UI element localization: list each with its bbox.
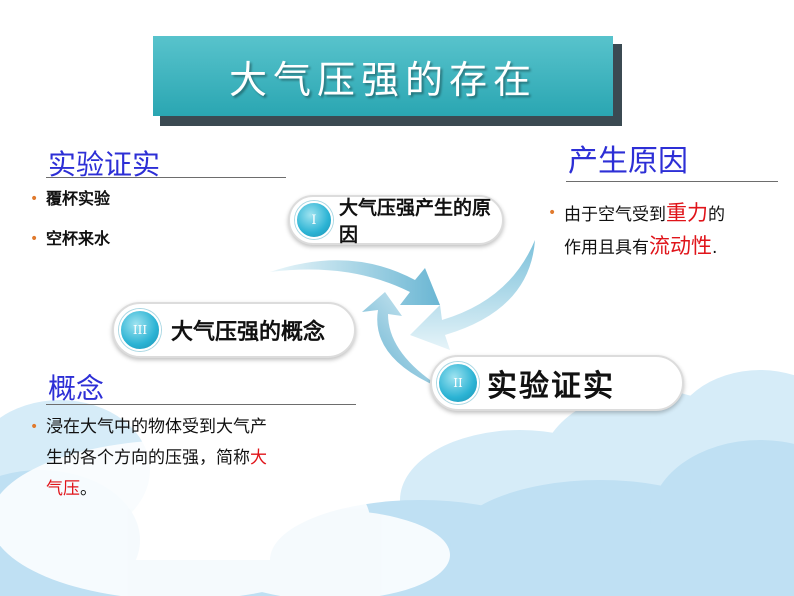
cause-text: . [712, 238, 718, 258]
highlight-gravity: 重力 [666, 201, 708, 225]
arrow-3 [362, 292, 445, 390]
list-item: • 覆杯实验 [30, 186, 110, 212]
highlight-fluidity: 流动性 [649, 234, 712, 258]
cycle-item-label: 大气压强产生的原因 [339, 197, 492, 246]
highlight-atm: 气压 [46, 479, 80, 499]
concept-text: 生的各个方向的压强，简称 [46, 448, 250, 468]
numeral-badge: II [437, 362, 479, 404]
right-heading-rule [566, 181, 778, 182]
page-title: 大气压强的存在 [228, 57, 537, 102]
cycle-item-cause: I 大气压强产生的原因 [288, 195, 504, 246]
numeral-badge: I [295, 201, 333, 239]
bullet-icon: • [548, 205, 557, 221]
cause-text: 由于空气受到 [564, 205, 666, 225]
numeral-badge: III [119, 309, 161, 351]
right-heading: 产生原因 [568, 144, 688, 179]
bullet-icon: • [30, 191, 39, 207]
cause-paragraph: • 由于空气受到重力的 作用且具有流动性. [548, 198, 788, 264]
concept-text: 浸在大气中的物体受到大气产 [46, 417, 267, 437]
bullet-icon: • [30, 419, 39, 435]
left-list: • 覆杯实验 • 空杯来水 [30, 186, 110, 252]
cycle-item-label: 实验证实 [487, 369, 615, 404]
concept-text: 。 [80, 479, 97, 499]
cause-text: 作用且具有 [564, 238, 649, 258]
concept-heading: 概念 [48, 372, 105, 405]
left-heading: 实验证实 [48, 148, 161, 181]
cycle-item-concept: III 大气压强的概念 [112, 302, 356, 358]
left-heading-rule [46, 177, 286, 178]
cycle-item-label: 大气压强的概念 [171, 320, 326, 345]
list-item-label: 空杯来水 [46, 229, 111, 248]
arrow-2 [410, 240, 535, 350]
concept-paragraph: • 浸在大气中的物体受到大气产 生的各个方向的压强，简称大 气压。 [30, 412, 360, 505]
list-item: • 空杯来水 [30, 226, 110, 252]
cycle-item-experiment: II 实验证实 [430, 355, 684, 411]
highlight-atm: 大 [250, 448, 267, 468]
bullet-icon: • [30, 231, 39, 247]
title-banner: 大气压强的存在 [153, 36, 613, 116]
concept-heading-rule [46, 404, 356, 405]
cause-text: 的 [708, 205, 725, 225]
list-item-label: 覆杯实验 [46, 189, 111, 208]
arrow-1 [270, 260, 440, 305]
